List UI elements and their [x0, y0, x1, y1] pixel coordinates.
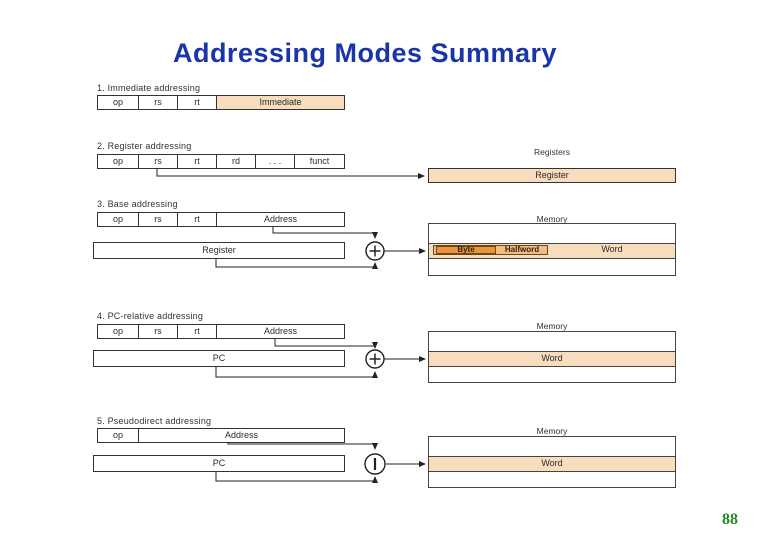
field-op: op	[112, 430, 123, 440]
pcrel-instruction-row: op rs rt Address	[97, 324, 345, 339]
section-1-label: 1. Immediate addressing	[97, 83, 201, 93]
halfword-cell: Halfword	[504, 245, 540, 254]
memory-label: Memory	[536, 214, 568, 224]
byte-halfword-container: Byte Halfword	[433, 245, 548, 255]
registers-label: Registers	[534, 147, 570, 157]
pcrel-pc-to-adder-wire	[215, 367, 378, 378]
page-number: 88	[722, 511, 738, 528]
byte-cell: Byte	[436, 246, 496, 254]
field-op: op	[112, 326, 123, 336]
section-5-label: 5. Pseudodirect addressing	[97, 416, 212, 426]
pcrel-adder-circle	[365, 349, 385, 369]
pseudo-instruction-row: op Address	[97, 428, 345, 443]
register-addressing-wire	[156, 169, 425, 179]
page-title: Addressing Modes Summary	[172, 38, 558, 68]
field-op: op	[112, 97, 123, 107]
pseudo-pc-source-box: PC	[93, 455, 345, 472]
base-adder-circle	[365, 241, 385, 261]
section-2-label: 2. Register addressing	[97, 141, 192, 151]
field-rs: rs	[138, 213, 177, 226]
base-register-to-adder-wire	[215, 259, 378, 269]
section-4-label: 4. PC-relative addressing	[97, 311, 204, 321]
field-rs: rs	[138, 325, 177, 338]
section-3-label: 3. Base addressing	[97, 199, 178, 209]
immediate-instruction-row: op rs rt Immediate	[97, 95, 345, 110]
word-cell: Word	[601, 244, 623, 254]
field-rs: rs	[138, 155, 177, 168]
register-target-box: Register	[428, 168, 676, 183]
pcrel-pc-source-box: PC	[93, 350, 345, 367]
field-ellipsis: . . .	[255, 155, 294, 168]
memory-label: Memory	[536, 321, 568, 331]
field-address: Address	[138, 429, 344, 442]
field-immediate: Immediate	[216, 96, 344, 109]
pcrel-address-to-adder-wire	[274, 339, 378, 349]
field-rt: rt	[177, 96, 216, 109]
memory-word-row: Word	[429, 456, 675, 472]
pseudo-pc-to-concat-wire	[215, 471, 378, 483]
field-address: Address	[216, 325, 344, 338]
base-memory-box: Byte Halfword Word	[428, 223, 676, 276]
memory-label: Memory	[536, 426, 568, 436]
plus-icon	[369, 353, 381, 365]
pseudo-address-to-concat-wire	[227, 442, 378, 450]
memory-word-row: Word	[429, 351, 675, 367]
plus-icon	[369, 245, 381, 257]
field-rt: rt	[177, 213, 216, 226]
field-op: op	[112, 156, 123, 166]
field-rs: rs	[138, 96, 177, 109]
pcrel-memory-box: Word	[428, 331, 676, 383]
base-register-source-box: Register	[93, 242, 345, 259]
field-funct: funct	[294, 155, 344, 168]
field-rd: rd	[216, 155, 255, 168]
base-address-to-adder-wire	[272, 227, 378, 239]
pseudo-memory-box: Word	[428, 436, 676, 488]
register-instruction-row: op rs rt rd . . . funct	[97, 154, 345, 169]
field-rt: rt	[177, 325, 216, 338]
base-instruction-row: op rs rt Address	[97, 212, 345, 227]
field-address: Address	[216, 213, 344, 226]
field-rt: rt	[177, 155, 216, 168]
field-op: op	[112, 214, 123, 224]
pseudo-concat-circle	[364, 453, 386, 475]
